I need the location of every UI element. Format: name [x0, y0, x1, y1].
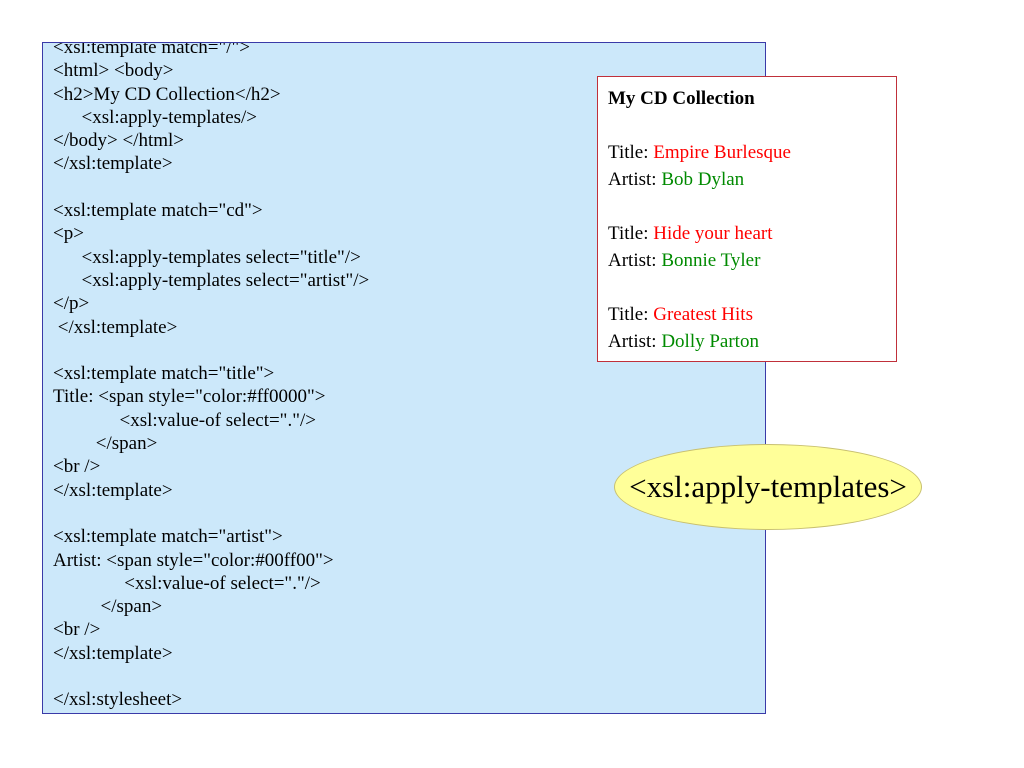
artist-line: Artist: Dolly Parton — [608, 328, 886, 355]
artist-line: Artist: Bonnie Tyler — [608, 247, 886, 274]
code-line: </xsl:template> — [53, 479, 173, 501]
cd-entry: Title: Empire Burlesque Artist: Bob Dyla… — [608, 139, 886, 193]
cd-entry: Title: Greatest Hits Artist: Dolly Parto… — [608, 301, 886, 355]
title-label: Title: — [608, 223, 654, 244]
title-value: Hide your heart — [653, 223, 773, 244]
code-line: <html> <body> — [53, 60, 174, 82]
artist-label: Artist: — [608, 331, 662, 352]
code-line: <h2>My CD Collection</h2> — [53, 83, 281, 105]
title-value: Empire Burlesque — [653, 142, 791, 163]
artist-value: Bonnie Tyler — [661, 250, 761, 271]
code-line: </xsl:template> — [53, 316, 178, 338]
code-line: <xsl:template match="/"> — [53, 42, 250, 58]
title-label: Title: — [608, 304, 654, 325]
code-line: Title: <span style="color:#ff0000"> — [53, 386, 326, 408]
code-line: <xsl:value-of select="."/> — [53, 572, 321, 594]
code-line: <xsl:apply-templates select="title"/> — [53, 246, 361, 268]
artist-line: Artist: Bob Dylan — [608, 166, 886, 193]
code-line: </span> — [53, 596, 163, 618]
artist-label: Artist: — [608, 169, 662, 190]
code-line — [53, 339, 369, 362]
code-line: </p> — [53, 293, 90, 315]
code-line: <br /> — [53, 456, 101, 478]
code-line — [53, 665, 369, 688]
code-line: Artist: <span style="color:#00ff00"> — [53, 549, 334, 571]
artist-label: Artist: — [608, 250, 662, 271]
code-line: <p> — [53, 223, 84, 245]
title-line: Title: Hide your heart — [608, 220, 886, 247]
result-heading: My CD Collection — [608, 88, 755, 109]
code-line: <xsl:apply-templates select="artist"/> — [53, 269, 370, 291]
code-line: </xsl:stylesheet> — [53, 689, 183, 711]
cd-entry: Title: Hide your heart Artist: Bonnie Ty… — [608, 220, 886, 274]
code-line: <xsl:value-of select="."/> — [53, 409, 316, 431]
artist-value: Dolly Parton — [661, 331, 759, 352]
code-line: <xsl:apply-templates/> — [53, 106, 258, 128]
code-line — [53, 502, 369, 525]
title-line: Title: Empire Burlesque — [608, 139, 886, 166]
code-line: </xsl:template> — [53, 153, 173, 175]
rendered-output-panel: My CD Collection Title: Empire Burlesque… — [597, 76, 897, 362]
code-line: <xsl:template match="artist"> — [53, 526, 283, 548]
code-line: <xsl:template match="title"> — [53, 363, 275, 385]
artist-value: Bob Dylan — [661, 169, 745, 190]
title-label: Title: — [608, 142, 654, 163]
code-line: </span> — [53, 433, 158, 455]
code-line: </xsl:template> — [53, 642, 173, 664]
code-line: </body> </html> — [53, 130, 185, 152]
code-line: <br /> — [53, 619, 101, 641]
code-line: <xsl:template match="cd"> — [53, 200, 263, 222]
code-lines: <xsl:template match="/"> <html> <body> <… — [53, 42, 370, 712]
apply-templates-callout: <xsl:apply-templates> — [614, 444, 922, 530]
code-line — [53, 176, 369, 199]
callout-text: <xsl:apply-templates> — [629, 469, 907, 504]
title-value: Greatest Hits — [653, 304, 753, 325]
title-line: Title: Greatest Hits — [608, 301, 886, 328]
